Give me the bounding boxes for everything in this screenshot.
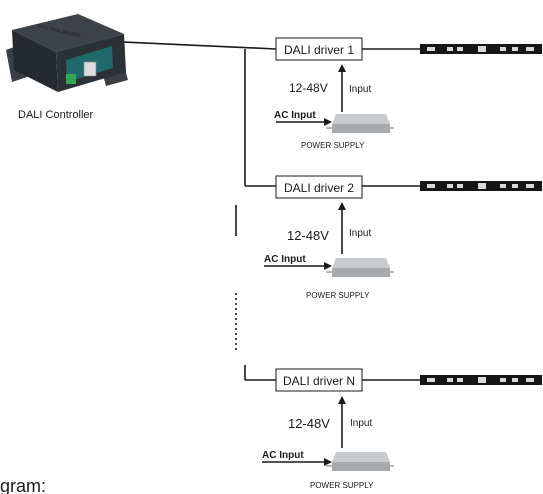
caption-fragment: gram:: [0, 476, 46, 494]
input-label: Input: [349, 228, 371, 239]
psu-label: POWER SUPPLY: [310, 481, 374, 490]
driver-group-1: DALI driver 1 12-48V Input AC Input POWE…: [274, 37, 542, 150]
controller-connector: [83, 61, 97, 77]
input-label: Input: [350, 418, 372, 429]
controller-top: [12, 14, 124, 52]
voltage-label: 12-48V: [289, 81, 328, 95]
led-strip: [420, 375, 542, 385]
power-supply: [326, 452, 394, 471]
driver-name: DALI driver 2: [284, 181, 354, 195]
voltage-label: 12-48V: [287, 228, 329, 243]
driver-group-2: DALI driver 2 12-48V Input AC Input POWE…: [264, 175, 542, 300]
driver-name: DALI driver N: [283, 374, 355, 388]
driver-name: DALI driver 1: [284, 43, 354, 57]
ac-input-label: AC Input: [264, 254, 306, 265]
psu-label: POWER SUPPLY: [301, 141, 365, 150]
controller-front: [12, 30, 58, 92]
led-strip: [420, 181, 542, 191]
ac-input-label: AC Input: [274, 110, 316, 121]
driver-group-n: DALI driver N 12-48V Input AC Input POWE…: [262, 368, 542, 490]
ac-input-label: AC Input: [262, 450, 304, 461]
power-supply: [326, 258, 394, 277]
dali-controller: DALI TOOL MASTER: [6, 14, 128, 92]
controller-terminal: [66, 74, 76, 84]
psu-label: POWER SUPPLY: [306, 291, 370, 300]
voltage-label: 12-48V: [288, 416, 330, 431]
controller-label: DALI Controller: [18, 109, 94, 121]
dali-bus: [123, 41, 277, 381]
led-strip: [420, 44, 542, 54]
driver-box: [275, 175, 363, 199]
input-label: Input: [349, 84, 371, 95]
power-supply: [326, 114, 394, 133]
